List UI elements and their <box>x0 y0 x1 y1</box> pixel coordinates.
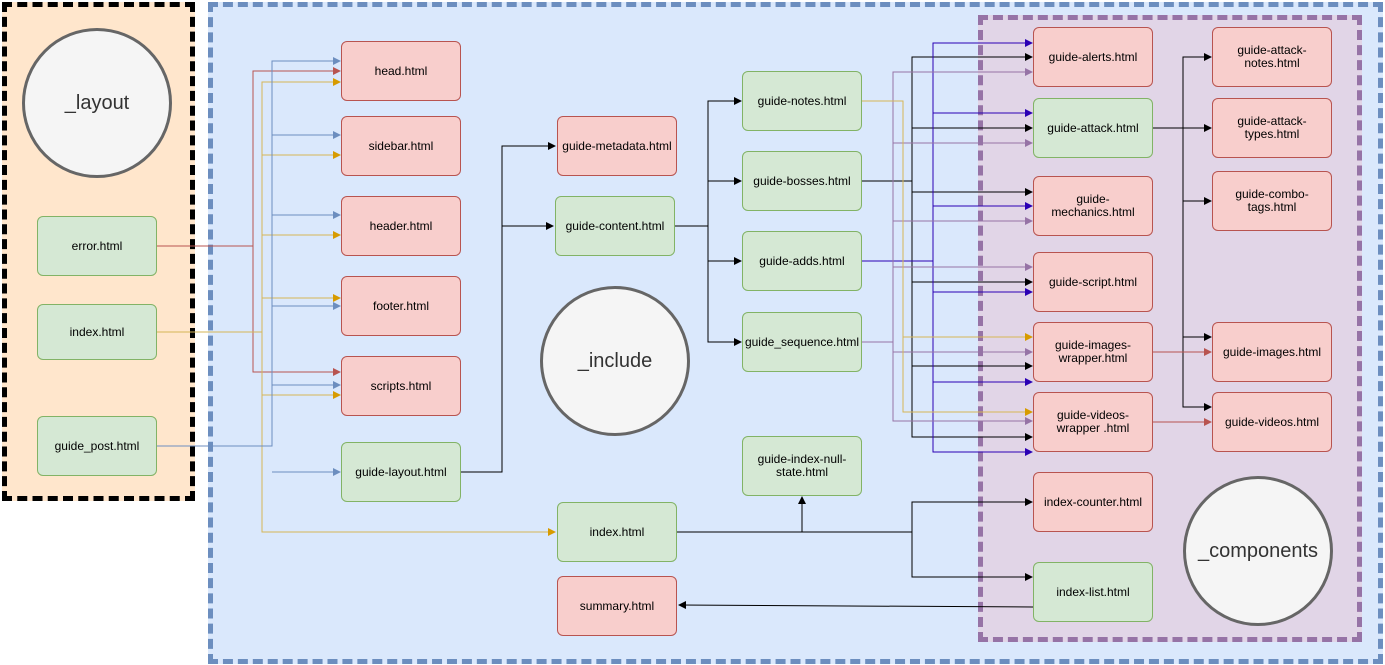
node-guide-videos-label: guide-videos.html <box>1224 414 1320 429</box>
node-error[interactable]: error.html <box>37 216 157 276</box>
node-index-counter-label: index-counter.html <box>1043 494 1143 509</box>
node-guide-bosses-label: guide-bosses.html <box>753 173 851 188</box>
node-guide-notes[interactable]: guide-notes.html <box>742 71 862 131</box>
node-guide-adds[interactable]: guide-adds.html <box>742 231 862 291</box>
node-guide-layout[interactable]: guide-layout.html <box>341 442 461 502</box>
node-guide-metadata[interactable]: guide-metadata.html <box>557 116 677 176</box>
node-index-layout-label: index.html <box>69 324 125 339</box>
node-guide-images-wrapper-label: guide-images-wrapper.html <box>1054 338 1132 365</box>
node-summary[interactable]: summary.html <box>557 576 677 636</box>
node-guide-attack-types-label: guide-attack-types.html <box>1237 114 1307 141</box>
node-guide-content[interactable]: guide-content.html <box>555 196 675 256</box>
node-guide-sequence-label: guide_sequence.html <box>744 334 860 349</box>
layout-circle: _layout <box>22 28 172 178</box>
node-index-include-label: index.html <box>589 524 645 539</box>
include-circle: _include <box>540 286 690 436</box>
layout-label: _layout <box>64 91 130 114</box>
node-head-label: head.html <box>374 63 428 78</box>
node-guide-script[interactable]: guide-script.html <box>1033 252 1153 312</box>
node-guide-images-label: guide-images.html <box>1222 344 1322 359</box>
node-guide-script-label: guide-script.html <box>1048 274 1138 289</box>
node-footer-label: footer.html <box>372 298 430 313</box>
node-index-include[interactable]: index.html <box>557 502 677 562</box>
node-guide-images-wrapper[interactable]: guide-images-wrapper.html <box>1033 322 1153 382</box>
node-guide-attack-types[interactable]: guide-attack-types.html <box>1212 98 1332 158</box>
node-guide-alerts[interactable]: guide-alerts.html <box>1033 27 1153 87</box>
node-guide-post-label: guide_post.html <box>54 438 140 453</box>
node-footer[interactable]: footer.html <box>341 276 461 336</box>
node-guide-adds-label: guide-adds.html <box>759 253 845 268</box>
node-index-layout[interactable]: index.html <box>37 304 157 360</box>
node-guide-post[interactable]: guide_post.html <box>37 416 157 476</box>
node-guide-attack-notes[interactable]: guide-attack-notes.html <box>1212 27 1332 87</box>
node-sidebar-label: sidebar.html <box>368 138 434 153</box>
node-guide-metadata-label: guide-metadata.html <box>562 138 672 153</box>
node-guide-layout-label: guide-layout.html <box>355 464 447 479</box>
node-guide-images[interactable]: guide-images.html <box>1212 322 1332 382</box>
node-summary-label: summary.html <box>579 598 655 613</box>
node-guide-index-null-state-label: guide-index-null-state.html <box>757 452 847 479</box>
node-index-counter[interactable]: index-counter.html <box>1033 472 1153 532</box>
node-guide-videos-wrapper-label: guide-videos-wrapper .html <box>1056 408 1130 435</box>
node-index-list-label: index-list.html <box>1056 584 1130 599</box>
node-guide-attack-label: guide-attack.html <box>1047 120 1139 135</box>
node-guide-mechanics-label: guide-mechanics.html <box>1051 192 1135 219</box>
node-header[interactable]: header.html <box>341 196 461 256</box>
components-label: _components <box>1197 539 1319 562</box>
node-guide-videos-wrapper[interactable]: guide-videos-wrapper .html <box>1033 392 1153 452</box>
node-head[interactable]: head.html <box>341 41 461 101</box>
components-circle: _components <box>1183 476 1333 626</box>
node-guide-alerts-label: guide-alerts.html <box>1048 49 1138 64</box>
node-guide-content-label: guide-content.html <box>565 218 665 233</box>
node-scripts[interactable]: scripts.html <box>341 356 461 416</box>
node-guide-attack-notes-label: guide-attack-notes.html <box>1237 43 1307 70</box>
node-scripts-label: scripts.html <box>370 378 432 393</box>
node-guide-videos[interactable]: guide-videos.html <box>1212 392 1332 452</box>
include-label: _include <box>577 349 653 372</box>
node-guide-combo-tags-label: guide-combo-tags.html <box>1235 187 1309 214</box>
node-index-list[interactable]: index-list.html <box>1033 562 1153 622</box>
node-error-label: error.html <box>71 238 123 253</box>
node-guide-sequence[interactable]: guide_sequence.html <box>742 312 862 372</box>
node-guide-notes-label: guide-notes.html <box>757 93 847 108</box>
node-guide-mechanics[interactable]: guide-mechanics.html <box>1033 176 1153 236</box>
node-guide-index-null-state[interactable]: guide-index-null-state.html <box>742 436 862 496</box>
node-sidebar[interactable]: sidebar.html <box>341 116 461 176</box>
node-guide-bosses[interactable]: guide-bosses.html <box>742 151 862 211</box>
node-header-label: header.html <box>369 218 433 233</box>
node-guide-attack[interactable]: guide-attack.html <box>1033 98 1153 158</box>
node-guide-combo-tags[interactable]: guide-combo-tags.html <box>1212 171 1332 231</box>
